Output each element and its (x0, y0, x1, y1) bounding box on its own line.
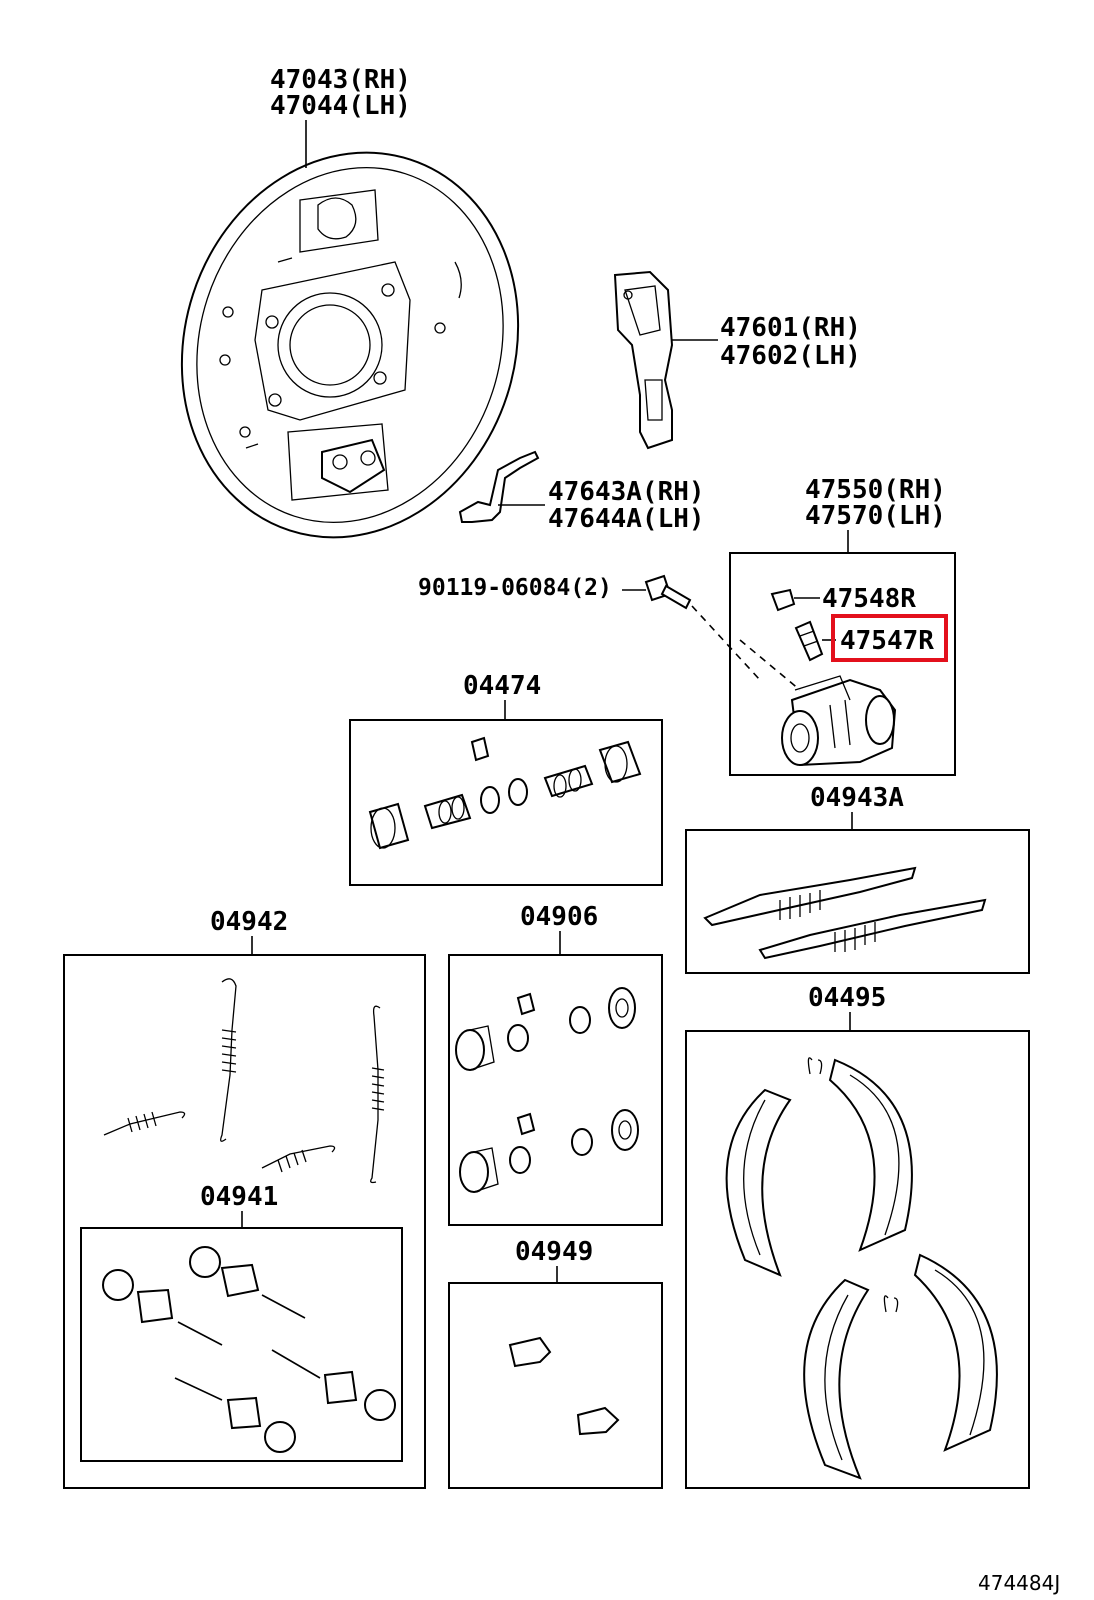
bolt[interactable] (644, 574, 692, 610)
label-47601: 47601(RH) (720, 313, 861, 343)
boot-kit-parts[interactable] (508, 1336, 620, 1436)
kit-04906-box (448, 954, 663, 1226)
kit-04942-box (63, 954, 426, 1489)
adjust-lever[interactable] (458, 450, 540, 523)
bleeder-plug[interactable] (794, 620, 824, 662)
label-04474: 04474 (463, 671, 541, 701)
wheel-cylinder[interactable] (781, 675, 897, 767)
kit-04495-box (685, 1030, 1030, 1489)
cylinder-kit-parts[interactable] (368, 736, 642, 850)
label-47550: 47550(RH) (805, 475, 946, 505)
label-04906: 04906 (520, 902, 598, 932)
label-04942: 04942 (210, 907, 288, 937)
brake-shoes[interactable] (725, 1057, 998, 1480)
label-47602: 47602(LH) (720, 341, 861, 371)
label-47643A: 47643A(RH) (548, 477, 705, 507)
kit-04949-box (448, 1282, 663, 1489)
highlight-box (831, 614, 948, 662)
backing-plate[interactable] (133, 109, 567, 582)
cup-kit-parts[interactable] (455, 987, 639, 1193)
label-47043: 47043(RH) (270, 65, 411, 95)
shoe-lever[interactable] (613, 270, 674, 450)
wheel-cylinder-box (729, 552, 956, 776)
label-04943A: 04943A (810, 783, 904, 813)
label-47644A: 47644A(LH) (548, 504, 705, 534)
label-90119: 90119-06084(2) (418, 575, 612, 601)
kit-04474-box (349, 719, 663, 886)
diagram-reference-code: 474484J (978, 1571, 1060, 1595)
label-47570: 47570(LH) (805, 501, 946, 531)
adjuster-kit-parts[interactable] (703, 866, 987, 960)
bleeder-cap[interactable] (770, 588, 796, 612)
kit-04941-box (80, 1227, 403, 1462)
hold-down-kit-parts[interactable] (102, 1246, 396, 1453)
label-47548R: 47548R (822, 584, 916, 614)
label-04941: 04941 (200, 1182, 278, 1212)
label-47044: 47044(LH) (270, 91, 411, 121)
spring-kit-parts[interactable] (103, 978, 385, 1184)
label-04949: 04949 (515, 1237, 593, 1267)
label-04495: 04495 (808, 983, 886, 1013)
label-47547R: 47547R (840, 626, 934, 656)
kit-04943A-box (685, 829, 1030, 974)
